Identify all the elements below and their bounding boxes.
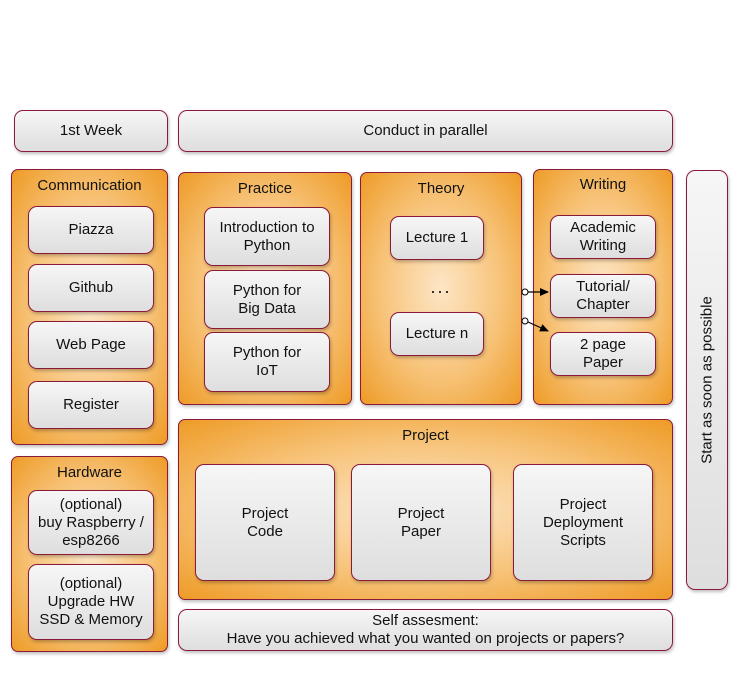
writing-item-label: Tutorial/ Chapter	[576, 278, 630, 313]
first-week-box: 1st Week	[14, 110, 168, 152]
project-item-label: Project Deployment Scripts	[542, 495, 624, 549]
communication-item-register: Register	[28, 381, 154, 429]
self-assessment-label: Self assesment: Have you achieved what y…	[226, 612, 625, 647]
hardware-panel: Hardware (optional) buy Raspberry / esp8…	[11, 456, 168, 652]
project-item-label: Project Paper	[397, 504, 445, 540]
first-week-label: 1st Week	[59, 122, 123, 139]
hardware-title: Hardware	[56, 464, 123, 481]
practice-item-intro-python: Introduction to Python	[204, 207, 330, 266]
communication-panel: Communication Piazza Github Web Page Reg…	[11, 169, 168, 445]
communication-item-label: Web Page	[56, 336, 126, 353]
communication-item-label: Piazza	[68, 221, 114, 238]
practice-item-big-data: Python for Big Data	[204, 270, 330, 329]
hardware-item-label: (optional) buy Raspberry / esp8266	[38, 495, 144, 549]
self-assessment-box: Self assesment: Have you achieved what y…	[178, 609, 673, 651]
project-panel: Project Project Code Project Paper Proje…	[178, 419, 673, 600]
writing-item-label: 2 page Paper	[580, 336, 626, 371]
lecture-label: Lecture 1	[405, 229, 469, 246]
writing-title: Writing	[579, 176, 627, 193]
writing-item-paper: 2 page Paper	[550, 332, 656, 376]
practice-panel: Practice Introduction to Python Python f…	[178, 172, 352, 405]
communication-item-label: Github	[68, 279, 114, 296]
communication-item-piazza: Piazza	[28, 206, 154, 254]
theory-lecture-last: Lecture n	[390, 312, 484, 356]
hardware-item-label: (optional) Upgrade HW SSD & Memory	[39, 575, 143, 628]
arrow-to-tutorial	[521, 288, 549, 296]
project-item-paper: Project Paper	[351, 464, 491, 581]
project-item-label: Project Code	[241, 504, 289, 540]
writing-panel: Writing Academic Writing Tutorial/ Chapt…	[533, 169, 673, 405]
writing-item-tutorial: Tutorial/ Chapter	[550, 274, 656, 318]
communication-item-github: Github	[28, 264, 154, 312]
hardware-item-upgrade: (optional) Upgrade HW SSD & Memory	[28, 564, 154, 640]
practice-item-label: Python for Big Data	[232, 281, 302, 317]
hardware-item-raspberry: (optional) buy Raspberry / esp8266	[28, 490, 154, 555]
lecture-label: Lecture n	[405, 325, 469, 342]
parallel-label: Conduct in parallel	[363, 122, 488, 139]
theory-panel: Theory Lecture 1 ... Lecture n	[360, 172, 522, 405]
theory-ellipsis: ...	[430, 277, 452, 297]
arrow-to-paper	[521, 317, 549, 332]
communication-item-web-page: Web Page	[28, 321, 154, 369]
side-note-box: Start as soon as possible	[686, 170, 728, 590]
practice-title: Practice	[237, 180, 293, 197]
communication-title: Communication	[37, 177, 142, 194]
communication-item-label: Register	[63, 396, 119, 413]
parallel-box: Conduct in parallel	[178, 110, 673, 152]
project-item-code: Project Code	[195, 464, 335, 581]
writing-item-academic: Academic Writing	[550, 215, 656, 259]
project-item-deployment: Project Deployment Scripts	[513, 464, 653, 581]
theory-lecture-first: Lecture 1	[390, 216, 484, 260]
project-title: Project	[402, 427, 449, 444]
practice-item-label: Introduction to Python	[219, 218, 315, 254]
practice-item-label: Python for IoT	[232, 344, 302, 379]
writing-item-label: Academic Writing	[570, 219, 636, 254]
practice-item-iot: Python for IoT	[204, 332, 330, 392]
theory-title: Theory	[417, 180, 465, 197]
